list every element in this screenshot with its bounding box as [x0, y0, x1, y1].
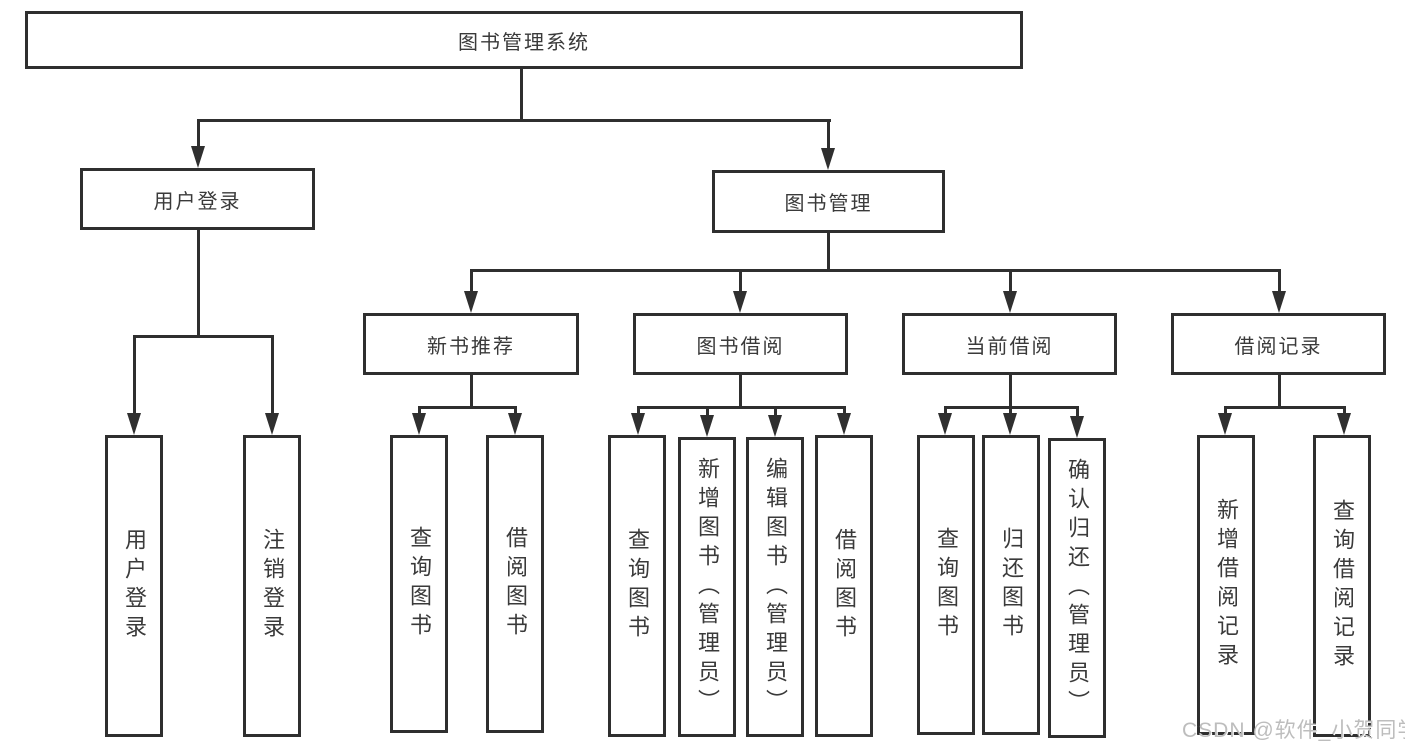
arrowhead-icon — [412, 413, 426, 435]
connector-line — [418, 406, 421, 416]
node-label: 新增借阅记录 — [1214, 498, 1239, 672]
node-label: 注销登录 — [260, 528, 285, 644]
node-edit-books-admin-leaf: 编辑图书（管理员） — [746, 437, 804, 737]
node-label: 借阅记录 — [1234, 335, 1323, 358]
node-borrow-books-leaf: 借阅图书 — [815, 435, 873, 737]
node-label: 新书推荐 — [427, 335, 515, 358]
node-label: 用户登录 — [153, 190, 242, 213]
node-label: 当前借阅 — [965, 335, 1054, 358]
node-label: 编辑图书（管理员） — [763, 456, 788, 718]
arrowhead-icon — [837, 413, 851, 435]
node-query-books-leaf: 查询图书 — [390, 435, 448, 733]
arrowhead-icon — [1070, 416, 1084, 438]
node-query-books-leaf: 查询图书 — [917, 435, 975, 735]
node-label: 查询借阅记录 — [1330, 499, 1355, 673]
connector-line — [706, 406, 709, 416]
node-label: 图书管理 — [784, 193, 873, 215]
connector-line — [637, 406, 640, 416]
arrowhead-icon — [1003, 413, 1017, 435]
node-confirm-return-admin-leaf: 确认归还（管理员） — [1048, 438, 1106, 738]
connector-line — [470, 269, 473, 293]
arrowhead-icon — [631, 413, 645, 435]
node-logout-leaf: 注销登录 — [243, 435, 301, 737]
node-new-book-recommend: 新书推荐 — [363, 313, 579, 375]
connector-line — [1224, 406, 1345, 409]
connector-line — [271, 335, 274, 415]
node-add-borrow-record-leaf: 新增借阅记录 — [1197, 435, 1255, 735]
node-label: 图书借阅 — [696, 335, 785, 358]
connector-line — [1009, 269, 1012, 293]
node-label: 查询图书 — [934, 527, 959, 643]
connector-line — [514, 406, 517, 416]
node-borrow-books-leaf: 借阅图书 — [486, 435, 544, 733]
connector-line — [1076, 406, 1079, 416]
node-current-borrow: 当前借阅 — [902, 313, 1117, 375]
node-label: 用户登录 — [122, 528, 147, 644]
node-user-login-leaf: 用户登录 — [105, 435, 163, 737]
connector-line — [520, 69, 523, 120]
node-label: 查询图书 — [407, 526, 432, 642]
connector-line — [470, 269, 1281, 272]
arrowhead-icon — [1337, 413, 1351, 435]
connector-line — [1224, 406, 1227, 416]
arrowhead-icon — [191, 146, 205, 168]
arrowhead-icon — [1272, 291, 1286, 313]
node-label: 图书管理系统 — [458, 31, 590, 54]
node-label: 查询图书 — [625, 528, 650, 644]
node-label: 借阅图书 — [832, 528, 857, 644]
csdn-watermark: CSDN @软件_小贺同学 — [1182, 719, 1405, 742]
arrowhead-icon — [127, 413, 141, 435]
connector-line — [944, 406, 947, 416]
connector-line — [774, 406, 777, 416]
arrowhead-icon — [464, 291, 478, 313]
node-label: 归还图书 — [999, 527, 1024, 643]
connector-line — [827, 119, 830, 149]
node-query-books-leaf: 查询图书 — [608, 435, 666, 737]
connector-line — [470, 375, 473, 408]
node-label: 确认归还（管理员） — [1065, 457, 1090, 719]
node-add-books-admin-leaf: 新增图书（管理员） — [678, 437, 736, 737]
arrowhead-icon — [821, 148, 835, 170]
connector-line — [739, 375, 742, 408]
connector-line — [197, 230, 200, 337]
connector-line — [1009, 375, 1012, 408]
connector-line — [739, 269, 742, 293]
arrowhead-icon — [508, 413, 522, 435]
connector-line — [1278, 269, 1281, 293]
connector-line — [133, 335, 274, 338]
connector-line — [637, 406, 846, 409]
arrowhead-icon — [1218, 413, 1232, 435]
connector-line — [1009, 406, 1012, 416]
node-user-login: 用户登录 — [80, 168, 315, 230]
arrowhead-icon — [265, 413, 279, 435]
arrowhead-icon — [1003, 291, 1017, 313]
connector-line — [1278, 375, 1281, 408]
arrowhead-icon — [768, 415, 782, 437]
arrowhead-icon — [938, 413, 952, 435]
connector-line — [197, 119, 200, 149]
connector-line — [843, 406, 846, 416]
node-label: 借阅图书 — [503, 526, 528, 642]
node-query-borrow-record-leaf: 查询借阅记录 — [1313, 435, 1371, 737]
node-root-system: 图书管理系统 — [25, 11, 1023, 69]
node-label: 新增图书（管理员） — [695, 456, 720, 718]
arrowhead-icon — [733, 291, 747, 313]
arrowhead-icon — [700, 415, 714, 437]
connector-line — [197, 119, 831, 122]
connector-line — [133, 335, 136, 415]
node-book-borrow: 图书借阅 — [633, 313, 848, 375]
node-return-books-leaf: 归还图书 — [982, 435, 1040, 735]
connector-line — [1343, 406, 1346, 416]
node-book-management: 图书管理 — [712, 170, 945, 233]
connector-line — [418, 406, 517, 409]
node-borrow-records: 借阅记录 — [1171, 313, 1386, 375]
connector-line — [827, 233, 830, 271]
